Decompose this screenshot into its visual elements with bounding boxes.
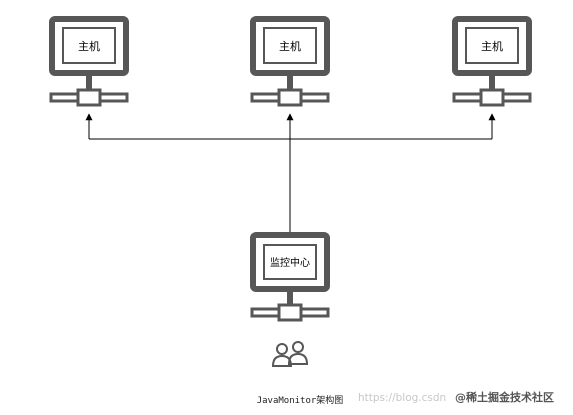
- host-label: 主机: [279, 39, 301, 53]
- connector-lines: [85, 113, 496, 232]
- network-hub: [277, 303, 303, 322]
- monitor-screen: [263, 27, 317, 64]
- users-icon: [271, 341, 309, 367]
- monitor-screen: [465, 27, 519, 64]
- monitor-screen: [263, 244, 317, 280]
- monitor-stand: [489, 76, 495, 90]
- host-label: 主机: [78, 39, 100, 53]
- watermark-url: https://blog.csdn: [358, 392, 446, 404]
- host-node-3: 主机: [452, 16, 532, 107]
- host-node-1: 主机: [49, 16, 129, 107]
- watermark-brand: @稀土掘金技术社区: [455, 390, 554, 404]
- network-hub: [76, 88, 102, 107]
- monitoring-center-node: 监控中心: [250, 232, 330, 322]
- diagram-caption: JavaMonitor架构图: [257, 394, 344, 406]
- monitor-screen: [62, 27, 116, 64]
- monitor-stand: [287, 292, 293, 305]
- monitor-stand: [86, 76, 92, 90]
- host-label: 主机: [481, 39, 503, 53]
- host-node-2: 主机: [250, 16, 330, 107]
- network-hub: [479, 88, 505, 107]
- center-label: 监控中心: [270, 256, 310, 269]
- network-hub: [277, 88, 303, 107]
- monitor-stand: [287, 76, 293, 90]
